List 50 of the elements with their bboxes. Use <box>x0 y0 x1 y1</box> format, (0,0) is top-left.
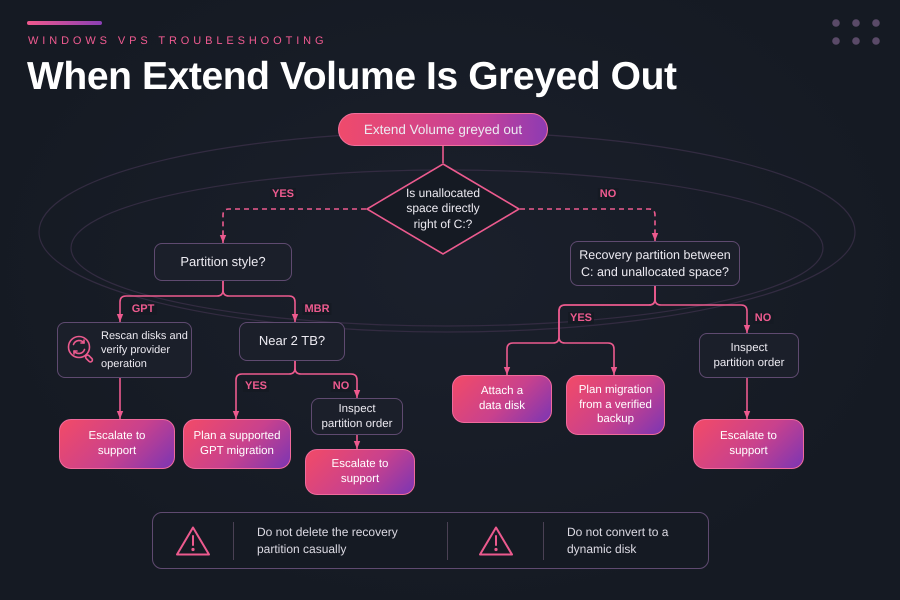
warning-panel <box>152 512 709 569</box>
start-terminal <box>338 113 548 146</box>
step-text: Rescan disks and verify provider operation <box>101 328 189 372</box>
action-text: Escalate to support <box>330 457 390 487</box>
decision-box <box>154 243 292 281</box>
page-title: When Extend Volume Is Greyed Out <box>27 55 677 99</box>
edge-label: GPT <box>130 303 156 315</box>
dashed-arrow <box>520 208 658 241</box>
edge-label: YES <box>270 188 296 200</box>
dashed-arrow <box>220 208 366 243</box>
decision-box <box>239 322 345 361</box>
action-text: Attach a data disk <box>478 384 526 414</box>
action-box <box>566 375 665 435</box>
action-box <box>693 419 804 469</box>
action-text: Plan migration from a verified backup <box>578 382 654 428</box>
arrow <box>116 378 124 419</box>
warning-text: Do not delete the recovery partition casually <box>257 524 399 557</box>
question-text: Is unallocated space directly right of C:? <box>404 186 482 232</box>
process-box <box>311 398 403 435</box>
step-text: Inspect partition order <box>320 402 394 432</box>
edge-label: YES <box>243 380 269 392</box>
question-text: Partition style? <box>180 254 266 270</box>
edge-label: YES <box>568 312 594 324</box>
edge-label: MBR <box>302 303 332 315</box>
arrow <box>654 286 750 333</box>
arrow <box>222 281 298 322</box>
decision-diamond <box>366 163 520 255</box>
action-text: Escalate to support <box>719 429 778 459</box>
start-text: Extend Volume greyed out <box>364 122 522 137</box>
kicker-text: WINDOWS VPS TROUBLESHOOTING <box>28 35 328 47</box>
arrow <box>744 378 750 419</box>
action-box <box>452 375 552 423</box>
action-text: Plan a supported GPT migration <box>192 429 282 459</box>
edge-label: NO <box>330 380 352 392</box>
action-box <box>305 449 415 495</box>
process-box <box>699 333 799 378</box>
question-text: Recovery partition between C: and unallocated space? <box>578 247 732 280</box>
action-box <box>59 419 175 469</box>
question-text: Near 2 TB? <box>258 333 326 350</box>
warning-text: Do not convert to a dynamic disk <box>567 524 670 557</box>
arrow <box>354 435 360 449</box>
decision-box <box>570 241 740 286</box>
process-box <box>57 322 192 378</box>
connector-line <box>442 146 444 163</box>
action-text: Escalate to support <box>88 429 146 459</box>
edge-label: NO <box>752 312 774 324</box>
step-text: Inspect partition order <box>712 340 786 370</box>
action-box <box>183 419 291 469</box>
edge-label: NO <box>598 188 618 200</box>
arrow <box>294 361 360 398</box>
